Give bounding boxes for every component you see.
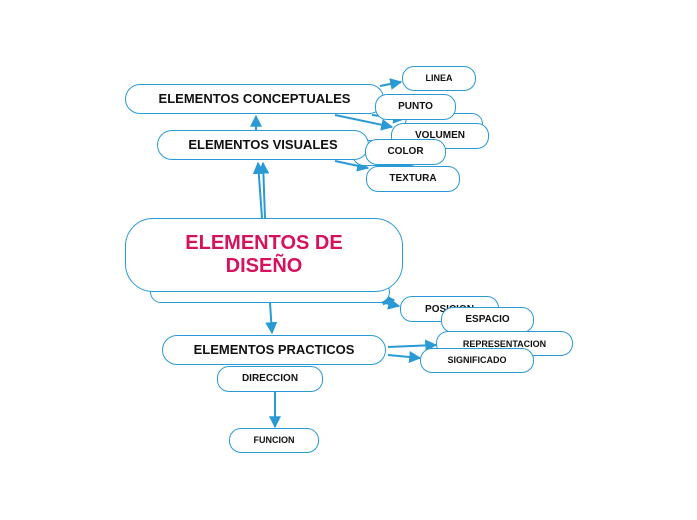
connector-root-visuales-2 <box>257 161 270 219</box>
connector-conceptuales-volumen <box>334 114 394 131</box>
connector-conceptuales-linea <box>379 78 403 90</box>
linea-node[interactable]: LINEA <box>402 66 476 91</box>
punto-label: PUNTO <box>398 101 433 113</box>
direccion-node[interactable]: DIRECCION <box>217 366 323 392</box>
connector-root-visuales <box>252 161 265 219</box>
connector-visuales-textura <box>334 159 370 172</box>
volumen-label: VOLUMEN <box>415 130 465 142</box>
direccion-label: DIRECCION <box>241 373 299 385</box>
elementos-conceptuales-label: ELEMENTOS CONCEPTUALES <box>158 90 351 106</box>
connector-root-practicos <box>265 302 278 335</box>
color-label: COLOR <box>387 146 424 158</box>
textura-node[interactable]: TEXTURA <box>366 166 460 192</box>
textura-label: TEXTURA <box>389 173 437 185</box>
linea-label: LINEA <box>425 73 453 84</box>
elementos-de-diseno-label: ELEMENTOS DE DISEÑO <box>185 232 343 277</box>
significado-label: SIGNIFICADO <box>447 355 507 366</box>
connector-practicos-representacion <box>387 339 438 352</box>
funcion-node[interactable]: FUNCION <box>229 428 319 453</box>
elementos-conceptuales-node[interactable]: ELEMENTOS CONCEPTUALES <box>125 84 384 114</box>
elementos-visuales-label: ELEMENTOS VISUALES <box>188 136 338 152</box>
significado-node[interactable]: SIGNIFICADO <box>420 348 534 373</box>
elementos-practicos-node[interactable]: ELEMENTOS PRACTICOS <box>162 335 386 365</box>
funcion-label: FUNCION <box>253 435 295 446</box>
connector-practicos-significado <box>387 351 422 363</box>
color-node[interactable]: COLOR <box>365 139 446 165</box>
espacio-node[interactable]: ESPACIO <box>441 307 534 333</box>
elementos-visuales-node[interactable]: ELEMENTOS VISUALES <box>157 130 369 160</box>
espacio-label: ESPACIO <box>465 314 510 326</box>
punto-node[interactable]: PUNTO <box>375 94 456 120</box>
representacion-label: REPRESENTACION <box>462 339 547 349</box>
elementos-de-diseno-root-node[interactable]: ELEMENTOS DE DISEÑO <box>125 218 403 292</box>
elementos-practicos-label: ELEMENTOS PRACTICOS <box>193 341 355 357</box>
